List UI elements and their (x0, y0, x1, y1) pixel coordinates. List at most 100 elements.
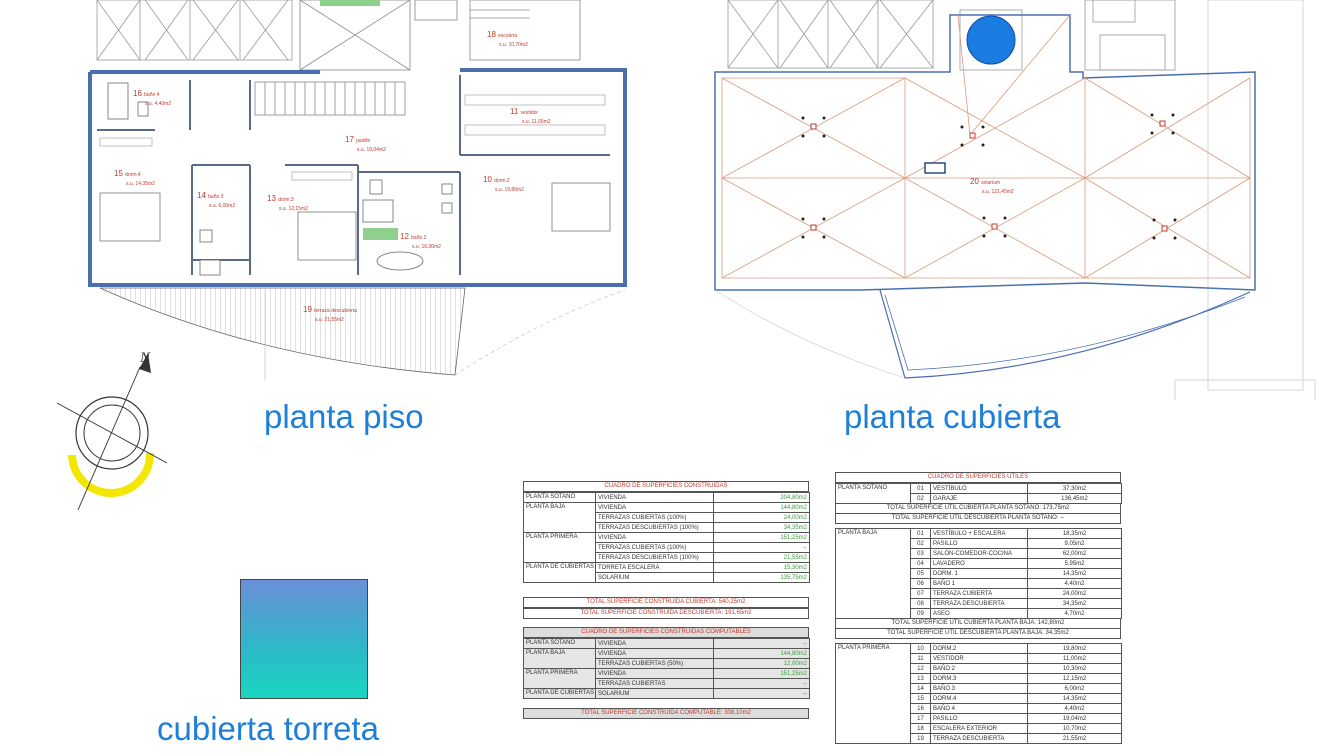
room-area: s.u. 19,04m2 (357, 147, 386, 153)
row-value: 151,25m2 (713, 532, 810, 543)
row-item: TERRAZA CUBIERTA (930, 588, 1028, 599)
torreta-roof-square (240, 579, 368, 699)
row-number: 09 (910, 608, 931, 619)
row-group: PLANTA PRIMERA (523, 668, 596, 689)
roof-drains (810, 120, 1168, 232)
row-value: -- (713, 638, 810, 649)
room-name: baño 3 (208, 194, 224, 200)
room-label-19: 19 terraza descubierta s.u. 21,55m2 (303, 306, 357, 324)
room-name: escalera (498, 33, 518, 39)
row-number: 07 (910, 588, 931, 599)
beds (99, 182, 611, 261)
row-value: 34,35m2 (713, 522, 810, 533)
row-item: DORM. 1 (930, 568, 1028, 579)
exterior-walls (88, 68, 627, 287)
row-value: 21,55m2 (713, 552, 810, 563)
computables-total: TOTAL SUPERFICIE CONSTRUIDA COMPUTABLE: … (523, 708, 809, 719)
row-number: 03 (910, 548, 931, 559)
room-label-12: 12 baño 2 s.u. 10,30m2 (400, 233, 441, 251)
row-item: TERRAZAS CUBIERTAS (595, 678, 714, 689)
row-item: VESTÍBULO (930, 483, 1028, 494)
row-item: VIVIENDA (595, 532, 714, 543)
row-item: ESCALERA EXTERIOR (930, 723, 1028, 734)
row-value: 4,40m2 (1027, 703, 1122, 714)
row-item: BAÑO 4 (930, 703, 1028, 714)
room-name: solarium (981, 180, 1001, 186)
row-group: PLANTA DE CUBIERTAS (523, 688, 596, 699)
room-label-11: 11 vestidor s.u. 11,00m2 (510, 108, 551, 126)
row-number: 04 (910, 558, 931, 569)
room-area: s.u. 11,00m2 (522, 119, 551, 125)
row-item: BAÑO 2 (930, 663, 1028, 674)
row-group: PLANTA SÓTANO (523, 492, 596, 503)
room-label-15: 15 dorm.4 s.u. 14,35m2 (114, 170, 155, 188)
row-group: PLANTA DE CUBIERTAS (523, 562, 596, 583)
row-value: 135,75m2 (713, 572, 810, 583)
utiles-sotano-total-cubierta: TOTAL SUPERFICIE ÚTIL CUBIERTA PLANTA SÓ… (835, 504, 1121, 514)
row-value: 9,05m2 (1027, 538, 1122, 549)
room-number: 20 (970, 177, 979, 186)
row-item: TERRAZAS CUBIERTAS (100%) (595, 542, 714, 553)
room-label-18: 18 escalera s.u. 10,70m2 (487, 31, 528, 49)
row-group: PLANTA PRIMERA (523, 532, 596, 563)
interior-stair (254, 81, 406, 116)
row-item: TERRAZAS CUBIERTAS (50%) (595, 658, 714, 669)
row-item: SOLARIUM (595, 688, 714, 699)
row-item: VIVIENDA (595, 668, 714, 679)
row-value: 15,30m2 (713, 562, 810, 573)
room-name: pasillo (356, 138, 371, 144)
row-group: PLANTA BAJA (523, 502, 596, 533)
row-value: 14,35m2 (1027, 693, 1122, 704)
row-value: -- (713, 542, 810, 553)
vent-box (924, 162, 946, 174)
room-number: 12 (400, 232, 409, 241)
roof-tiles-cubierta (727, 0, 1304, 391)
row-value: 10,30m2 (1027, 663, 1122, 674)
row-number: 13 (910, 673, 931, 684)
row-value: -- (713, 678, 810, 689)
row-number: 01 (910, 483, 931, 494)
solarium-outline (714, 14, 1256, 291)
room-name: vestidor (520, 110, 539, 116)
row-number: 05 (910, 568, 931, 579)
room-number: 17 (345, 135, 354, 144)
terrace-19-area (99, 287, 466, 376)
row-item: TERRAZAS DESCUBIERTAS (100%) (595, 522, 714, 533)
row-value: 18,35m2 (1027, 528, 1122, 539)
row-item: DORM.4 (930, 693, 1028, 704)
room-area: s.u. 10,30m2 (412, 244, 441, 250)
row-number: 10 (910, 643, 931, 654)
row-number: 08 (910, 598, 931, 609)
row-number: 02 (910, 538, 931, 549)
planta-cubierta-plan (714, 0, 1316, 400)
row-value: 14,35m2 (1027, 568, 1122, 579)
row-number: 17 (910, 713, 931, 724)
utiles-sotano-total-descubierta: TOTAL SUPERFICIE ÚTIL DESCUBIERTA PLANTA… (835, 514, 1121, 524)
room-label-20: 20 solarium s.u. 121,45m2 (970, 178, 1014, 196)
row-value: 37,30m2 (1027, 483, 1122, 494)
room-name: baño 2 (411, 235, 427, 241)
room-number: 14 (197, 191, 206, 200)
room-number: 18 (487, 30, 496, 39)
row-value: 12,15m2 (1027, 673, 1122, 684)
construidas-total-descubierta: TOTAL SUPERFICIE CONSTRUIDA DESCUBIERTA:… (523, 608, 809, 619)
row-item: SOLARIUM (595, 572, 714, 583)
room-name: dorm.2 (494, 178, 510, 184)
room-area: s.u. 121,45m2 (982, 189, 1014, 195)
row-item: VIVIENDA (595, 502, 714, 513)
room-area: s.u. 10,70m2 (499, 42, 528, 48)
room-number: 15 (114, 169, 123, 178)
